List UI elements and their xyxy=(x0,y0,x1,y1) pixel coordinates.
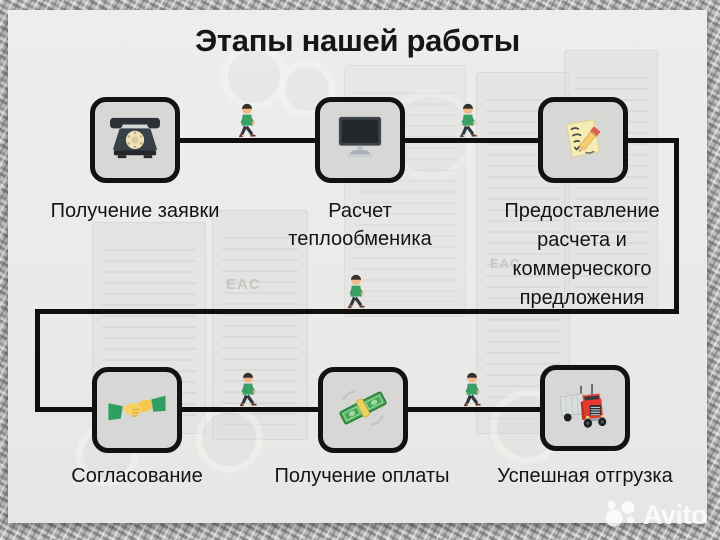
avito-watermark: Avito xyxy=(604,498,708,533)
step-label-3: Предоставление расчета и коммерческого п… xyxy=(504,200,660,309)
step-box-6 xyxy=(540,365,630,451)
walking-person-icon xyxy=(239,103,256,138)
handshake-icon xyxy=(108,388,166,433)
poster: EAC EAC Этапы нашей работы xyxy=(8,10,707,523)
connector-line xyxy=(135,138,679,143)
step-label-4: Согласование xyxy=(71,465,203,487)
connector-line xyxy=(35,309,679,314)
walking-person-icon xyxy=(240,372,257,407)
avito-wordmark: Avito xyxy=(643,500,708,530)
connector-line xyxy=(35,309,40,412)
walking-person-icon xyxy=(460,103,477,138)
rotary-phone-icon xyxy=(108,114,162,167)
step-box-1 xyxy=(90,97,180,183)
page-title: Этапы нашей работы xyxy=(195,23,520,58)
connector-line xyxy=(674,138,679,314)
avito-logo-icon xyxy=(604,498,638,533)
step-box-5 xyxy=(318,367,408,453)
money-with-wings-icon xyxy=(336,384,390,437)
memo-pencil-icon xyxy=(555,113,611,168)
delivery-truck-icon xyxy=(556,382,614,435)
step-label-1: Получение заявки xyxy=(50,200,220,222)
ghost-eac-label: EAC xyxy=(490,256,521,271)
step-label-6: Успешная отгрузка xyxy=(497,465,673,487)
step-label-5: Получение оплаты xyxy=(274,465,450,487)
connector-line xyxy=(35,407,595,412)
step-box-2 xyxy=(315,97,405,183)
step-box-3 xyxy=(538,97,628,183)
step-label-2: Расчет теплообменика xyxy=(288,200,432,250)
walking-person-icon xyxy=(464,372,481,407)
desktop-computer-icon xyxy=(333,115,387,166)
walking-person-icon xyxy=(348,274,365,309)
step-box-4 xyxy=(92,367,182,453)
ghost-eac-label: EAC xyxy=(226,276,261,293)
